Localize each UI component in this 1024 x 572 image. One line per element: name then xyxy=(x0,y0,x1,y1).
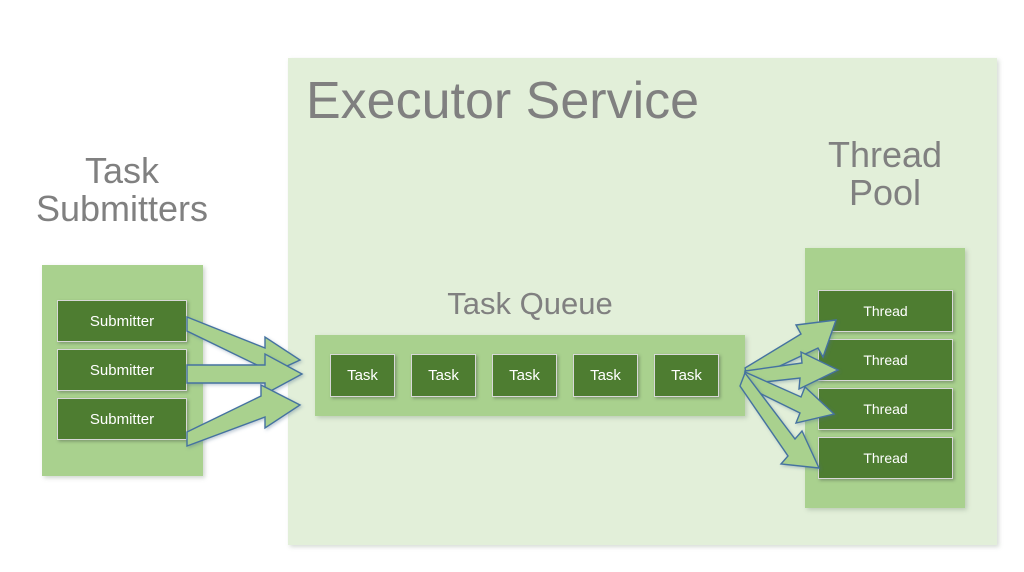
thread-pool-label: Thread Pool xyxy=(827,134,943,213)
submit-arrow-2-icon xyxy=(186,352,304,396)
submit-arrow-3-icon xyxy=(186,383,302,448)
task-submitters-label: Task Submitters xyxy=(35,150,209,229)
task-queue-label: Task Queue xyxy=(447,286,613,321)
thread-box[interactable]: Thread xyxy=(818,437,953,479)
task-box[interactable]: Task xyxy=(654,354,719,397)
submitter-box[interactable]: Submitter xyxy=(57,300,187,342)
executor-service-title: Executor Service xyxy=(306,72,700,130)
task-box[interactable]: Task xyxy=(573,354,638,397)
task-box[interactable]: Task xyxy=(411,354,476,397)
submitter-box[interactable]: Submitter xyxy=(57,398,187,440)
thread-box[interactable]: Thread xyxy=(818,290,953,332)
submit-arrow-1-icon xyxy=(186,315,302,380)
thread-box[interactable]: Thread xyxy=(818,339,953,381)
task-box[interactable]: Task xyxy=(492,354,557,397)
submitter-box[interactable]: Submitter xyxy=(57,349,187,391)
thread-box[interactable]: Thread xyxy=(818,388,953,430)
task-box[interactable]: Task xyxy=(330,354,395,397)
